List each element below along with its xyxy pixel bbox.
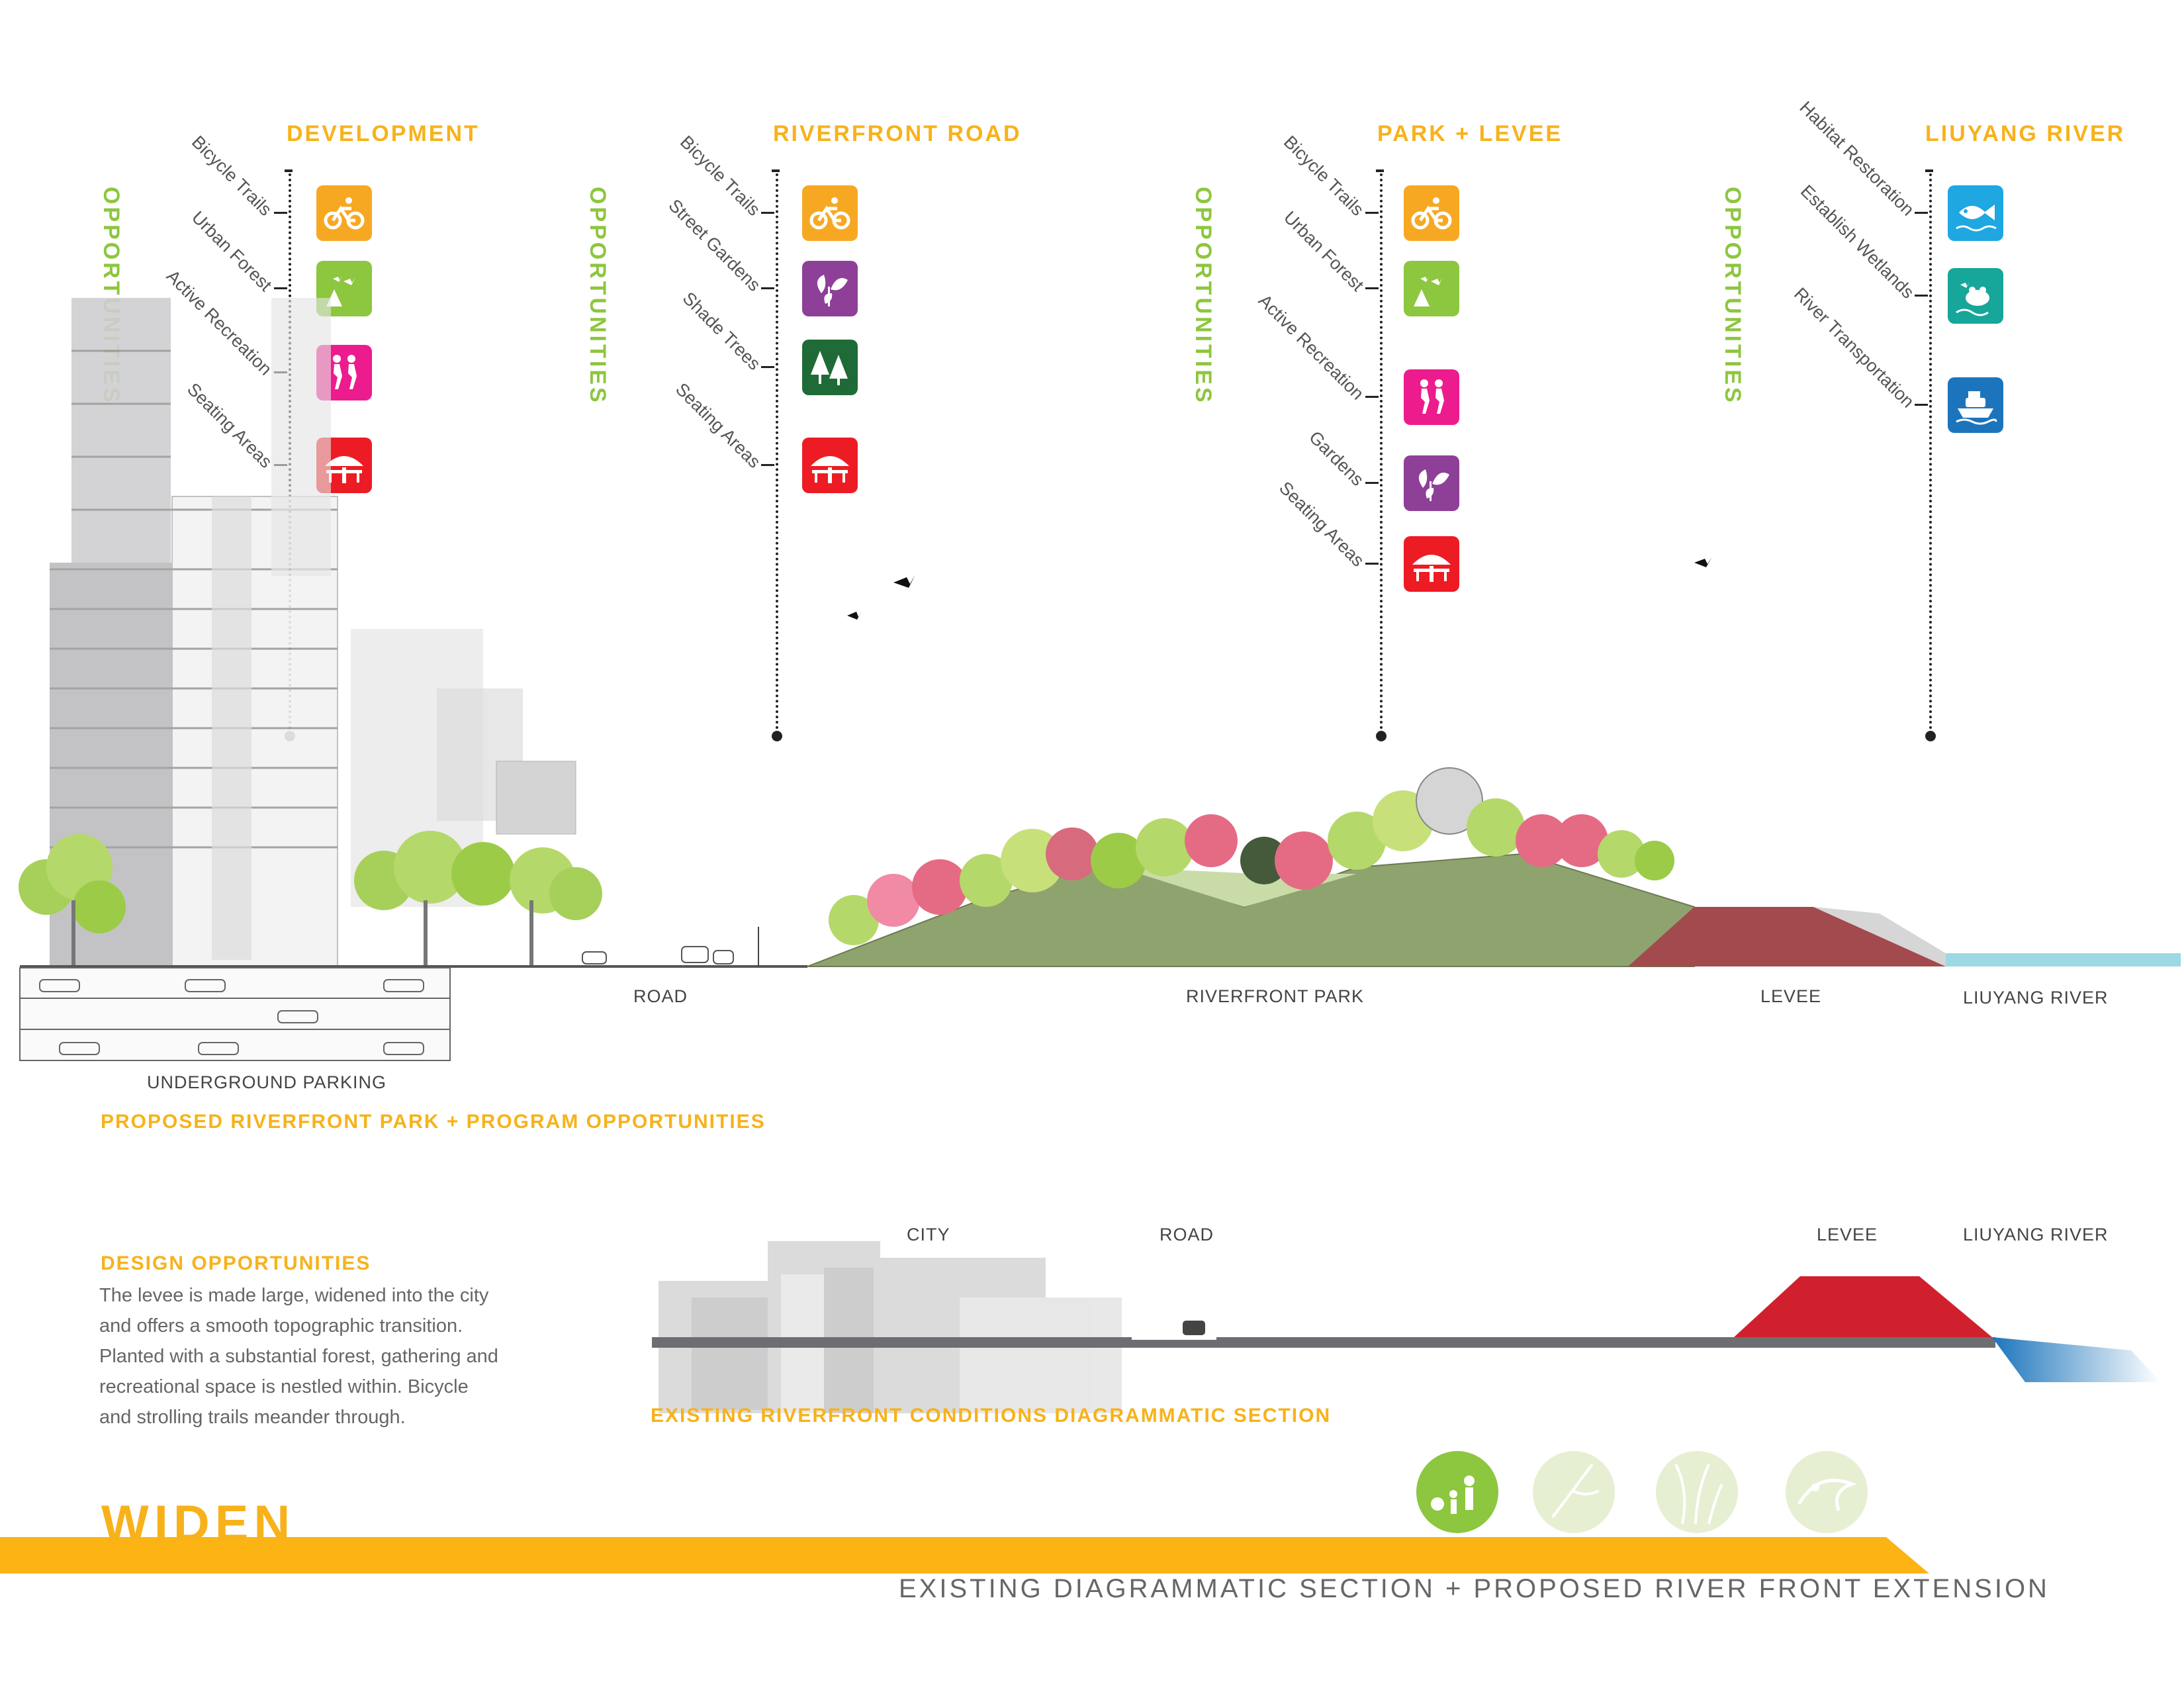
leader-tick	[761, 287, 774, 289]
line-cap	[285, 169, 293, 172]
leader-tick	[1365, 287, 1379, 289]
text-line: and offers a smooth topographic transiti…	[99, 1315, 463, 1336]
dotted-leader-line	[776, 173, 778, 735]
bicycle-icon	[316, 185, 372, 241]
wetland-frog-icon	[1948, 268, 2003, 324]
leader-tick	[1915, 404, 1928, 406]
family-icon	[1431, 1476, 1475, 1514]
road-cars	[582, 927, 759, 966]
label-liuyang-river: LIUYANG RIVER	[1963, 988, 2109, 1008]
seating-areas-icon	[802, 438, 858, 493]
branch-icon	[1551, 1463, 1600, 1519]
wave-icon	[1797, 1478, 1857, 1511]
existing-section-diagram	[652, 1241, 2161, 1413]
leader-tick	[761, 366, 774, 368]
existing-label-city: CITY	[907, 1225, 950, 1244]
page-circle-1[interactable]	[1416, 1451, 1498, 1533]
seating-areas-icon	[1404, 536, 1459, 592]
opportunities-label: OPPORTUNITIES	[1720, 187, 1745, 405]
leader-dot	[1376, 731, 1387, 741]
fish-icon	[1948, 185, 2003, 241]
design-opportunities-heading: DESIGN OPPORTUNITIES	[101, 1252, 371, 1274]
opportunities-label: OPPORTUNITIES	[1191, 187, 1216, 405]
leader-tick	[1915, 295, 1928, 297]
text-line: recreational space is nestled within. Bi…	[99, 1376, 469, 1397]
opportunities-label: OPPORTUNITIES	[585, 187, 610, 405]
active-recreation-icon	[1404, 369, 1459, 425]
leader-tick	[761, 464, 774, 466]
leader-tick	[1365, 563, 1379, 565]
boat-icon	[1948, 377, 2003, 433]
leader-tick	[1365, 396, 1379, 398]
dotted-leader-line	[1380, 173, 1383, 735]
bicycle-icon	[1404, 185, 1459, 241]
line-cap	[772, 169, 780, 172]
bicycle-icon	[802, 185, 858, 241]
existing-label-road: ROAD	[1160, 1225, 1214, 1244]
shade-trees-icon	[802, 340, 858, 395]
category-title: PARK + LEVEE	[1377, 121, 1563, 146]
leader-dot	[772, 731, 782, 741]
park-trees	[829, 767, 1674, 945]
leader-dot	[1925, 731, 1936, 741]
category-title: DEVELOPMENT	[287, 121, 480, 146]
existing-levee	[1734, 1276, 1992, 1337]
proposed-section-caption: PROPOSED RIVERFRONT PARK + PROGRAM OPPOR…	[101, 1111, 766, 1133]
leader-tick	[1365, 212, 1379, 214]
car-icon	[1183, 1321, 1205, 1335]
page-circle-3[interactable]	[1656, 1451, 1738, 1533]
design-opportunities-text: The levee is made large, widened into th…	[99, 1280, 526, 1432]
page-circle-4[interactable]	[1786, 1451, 1868, 1533]
existing-label-liuyang-river: LIUYANG RIVER	[1963, 1225, 2109, 1244]
garden-icon	[1404, 455, 1459, 511]
proposed-section-illustration	[19, 298, 2181, 1061]
underground-parking	[19, 967, 451, 1061]
label-underground-parking: UNDERGROUND PARKING	[147, 1072, 387, 1092]
footer-bar	[0, 1537, 1929, 1573]
levee-shape	[1628, 907, 1946, 966]
category-title: RIVERFRONT ROAD	[773, 121, 1022, 146]
line-cap	[1376, 169, 1384, 172]
liuyang-river-water	[1946, 953, 2181, 966]
existing-water	[1992, 1337, 2161, 1382]
grass-icon	[1674, 1464, 1723, 1524]
category-title: LIUYANG RIVER	[1925, 121, 2126, 146]
text-line: The levee is made large, widened into th…	[99, 1285, 489, 1306]
leader-tick	[1915, 212, 1928, 214]
birds	[847, 557, 1712, 620]
garden-icon	[802, 261, 858, 316]
page-title: WIDEN	[101, 1495, 296, 1552]
dotted-leader-line	[1929, 173, 1932, 735]
text-line: and strolling trails meander through.	[99, 1407, 406, 1428]
city-buildings	[659, 1241, 1122, 1413]
label-levee: LEVEE	[1760, 986, 1822, 1006]
leader-tick	[274, 287, 287, 289]
label-road: ROAD	[633, 986, 688, 1006]
line-cap	[1925, 169, 1933, 172]
page-subtitle: EXISTING DIAGRAMMATIC SECTION + PROPOSED…	[899, 1574, 2050, 1603]
label-riverfront-park: RIVERFRONT PARK	[1186, 986, 1365, 1006]
text-line: Planted with a substantial forest, gathe…	[99, 1346, 498, 1367]
development-trees	[19, 831, 602, 966]
leader-tick	[1365, 482, 1379, 484]
page-circle-2[interactable]	[1533, 1451, 1615, 1533]
urban-forest-icon	[1404, 261, 1459, 316]
leader-tick	[761, 212, 774, 214]
existing-label-levee: LEVEE	[1817, 1225, 1878, 1244]
leader-tick	[274, 212, 287, 214]
existing-section-caption: EXISTING RIVERFRONT CONDITIONS DIAGRAMMA…	[651, 1405, 1332, 1427]
